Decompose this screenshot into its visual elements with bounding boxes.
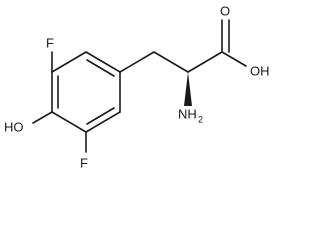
- bond-calpha-ccarboxyl: [187, 51, 223, 73]
- bond-ring-ch2: [119, 51, 155, 73]
- bond-ch2-calpha: [153, 51, 189, 73]
- ring-bond-c2-c3: [51, 51, 87, 73]
- atom-label-f-bottom: F: [80, 155, 88, 170]
- ring-bond-c4-c5: [51, 111, 87, 133]
- atom-label-o-carbonyl: O: [220, 3, 230, 18]
- atom-label-nh2-subscript: 2: [198, 114, 203, 124]
- atom-label-oh: OH: [250, 63, 270, 78]
- atom-label-nh: NH: [178, 106, 197, 121]
- atom-label-ho: HO: [4, 119, 24, 134]
- ring-bond-c1-c2: [85, 51, 121, 73]
- bond-c4-ho: [32, 111, 53, 124]
- bond-carboxyl-oh: [221, 51, 247, 67]
- ring-double-bond-c5-c6: [86, 107, 115, 125]
- ring-double-bond-c1-c2: [86, 59, 115, 77]
- atom-label-f-top: F: [46, 35, 54, 50]
- stereo-wedge-nh2: [184, 72, 192, 106]
- ring-bond-c5-c6: [85, 111, 121, 133]
- molecular-structure: F HO F O OH NH 2: [4, 3, 270, 170]
